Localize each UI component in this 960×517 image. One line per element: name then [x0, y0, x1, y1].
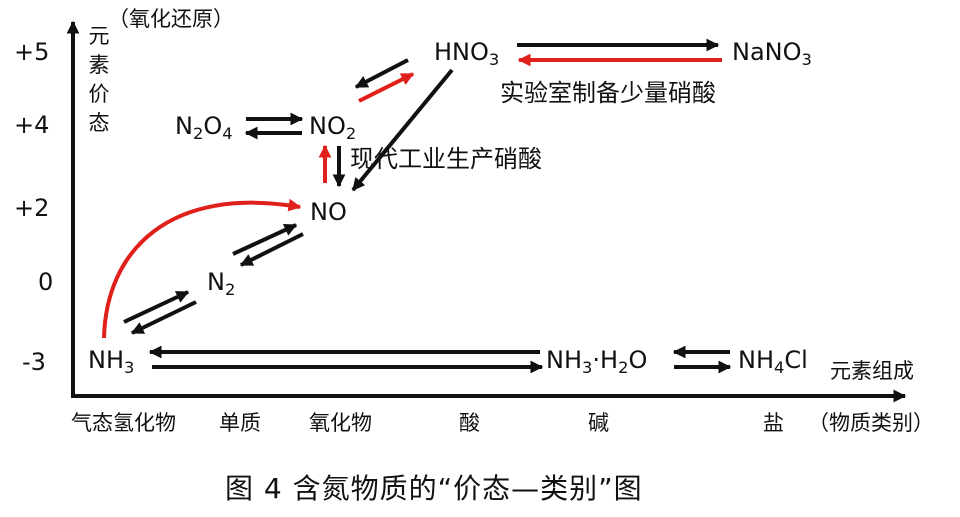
arrow-n2-to-nh3 [130, 300, 197, 335]
arrow-no2-to-hno3-red [358, 72, 415, 103]
y-tick-minus3: -3 [22, 348, 46, 376]
species-nh4cl: NH4Cl [738, 346, 808, 378]
x-category-element: 单质 [219, 411, 261, 435]
species-n2o4: N2O4 [175, 112, 233, 144]
x-category-acid: 酸 [459, 411, 480, 435]
arrow-nh3-to-no-red [102, 198, 302, 339]
y-tick-plus2: +2 [14, 194, 50, 222]
annotation-industrial-hno3: 现代工业生产硝酸 [350, 145, 542, 173]
species-hno3: HNO3 [434, 38, 500, 70]
x-axis-title: 元素组成 [830, 359, 914, 383]
species-nano3: NaNO3 [732, 38, 812, 70]
y-axis-note: （氧化还原） [108, 7, 234, 31]
species-nh3h2o: NH3·H2O [546, 346, 648, 378]
annotation-lab-hno3: 实验室制备少量硝酸 [500, 79, 716, 107]
arrow-hno3-to-no2 [354, 58, 409, 89]
x-category-oxide: 氧化物 [309, 411, 372, 435]
y-tick-plus5: +5 [14, 38, 50, 66]
y-tick-zero: 0 [38, 268, 54, 296]
figure-caption: 图 4 含氮物质的“价态—类别”图 [225, 472, 643, 505]
x-category-hydride: 气态氢化物 [71, 411, 176, 435]
species-n2: N2 [207, 268, 236, 300]
y-axis-title: 元素价态 [88, 24, 110, 135]
x-category-base: 碱 [588, 411, 609, 435]
arrow-nh3-to-n2 [123, 290, 190, 324]
arrow-n2-to-no [232, 223, 298, 256]
species-nh3: NH3 [88, 346, 135, 378]
species-no: NO [310, 198, 347, 226]
x-axis-note: （物质类别） [808, 411, 934, 435]
species-no2: NO2 [309, 112, 357, 144]
arrow-hno3-to-no [351, 68, 454, 192]
y-tick-plus4: +4 [14, 111, 50, 139]
arrow-no-to-n2 [239, 232, 304, 267]
x-category-salt: 盐 [763, 411, 784, 435]
